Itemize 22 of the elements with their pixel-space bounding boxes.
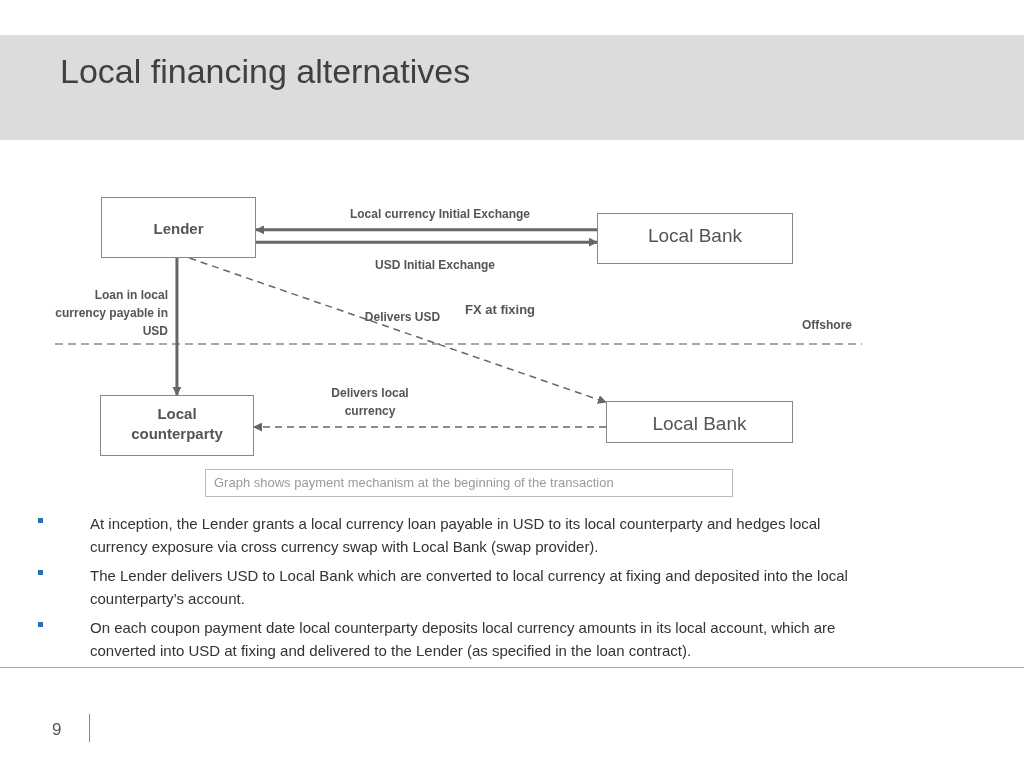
bullet-text: At inception, the Lender grants a local currency loan payable in USD to its local counterparty and hedges local currency exposure via cross currency swap with Local Bank (swap provider). [90,514,822,557]
party-box: Local counterparty [100,395,254,456]
arrow [253,422,607,432]
arrow [188,257,607,404]
bullet-text: On each coupon payment date local counterparty deposits local currency amounts in its local account, which are converted into USD at fixing and delivered to the Lender (as specified in the loan contract). [90,618,837,661]
arrow [255,225,597,235]
note-box: Graph shows payment mechanism at the beginning of the transaction [205,469,733,497]
page-number: 9 [52,719,62,741]
diagram-note: FX at fixing [465,301,536,319]
party-box: Local Bank [606,401,793,443]
edge-label: Loan in local currency payable in USD [54,287,168,340]
arrow [172,258,182,396]
title: Local financing alternatives [60,51,471,92]
party-box: Lender [101,197,256,258]
edge-label: USD Initial Exchange [374,257,496,274]
edge-label: Local currency Initial Exchange [348,206,532,223]
party-box: Local Bank [597,213,793,264]
arrow [256,237,598,247]
diagram-note: Offshore [802,317,852,334]
bullet-text: The Lender delivers USD to Local Bank which are converted to local currency at fixing and deposited into the local counterparty’s account. [90,566,849,609]
edge-label: Delivers USD [363,309,442,326]
edge-label: Delivers local currency [330,385,410,420]
